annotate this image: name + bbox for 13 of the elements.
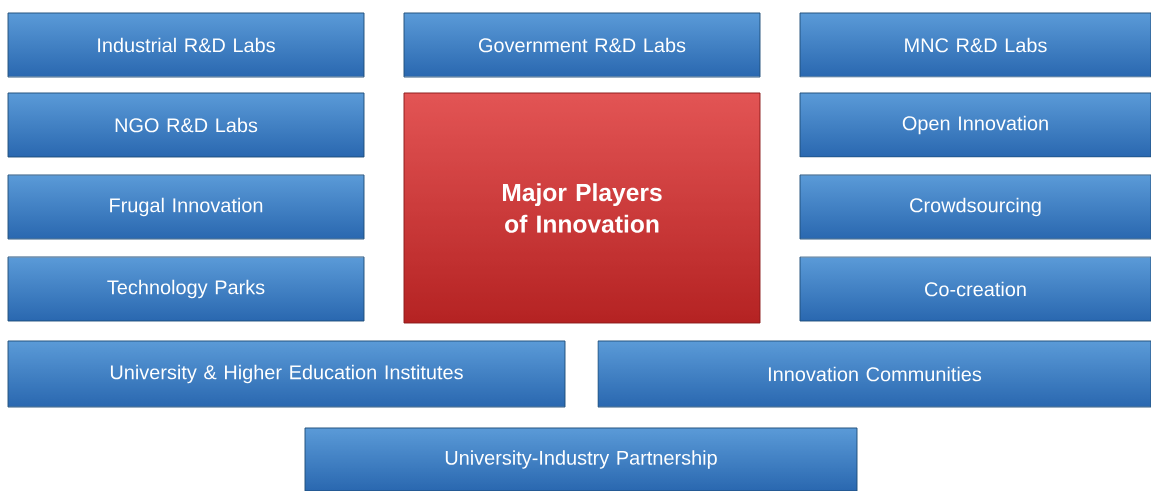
center-box: Major Players of Innovation xyxy=(403,92,761,324)
player-box: Co-creation xyxy=(799,256,1151,322)
player-box: NGO R&D Labs xyxy=(7,92,365,158)
player-box: Open Innovation xyxy=(799,92,1151,158)
player-box: MNC R&D Labs xyxy=(799,12,1151,78)
player-box: Government R&D Labs xyxy=(403,12,761,78)
player-box: University & Higher Education Institutes xyxy=(7,340,566,408)
player-box: Crowdsourcing xyxy=(799,174,1151,240)
player-box: Innovation Communities xyxy=(597,340,1151,408)
player-box: Industrial R&D Labs xyxy=(7,12,365,78)
player-box: Technology Parks xyxy=(7,256,365,322)
player-box: Frugal Innovation xyxy=(7,174,365,240)
player-box: University-Industry Partnership xyxy=(304,427,858,491)
